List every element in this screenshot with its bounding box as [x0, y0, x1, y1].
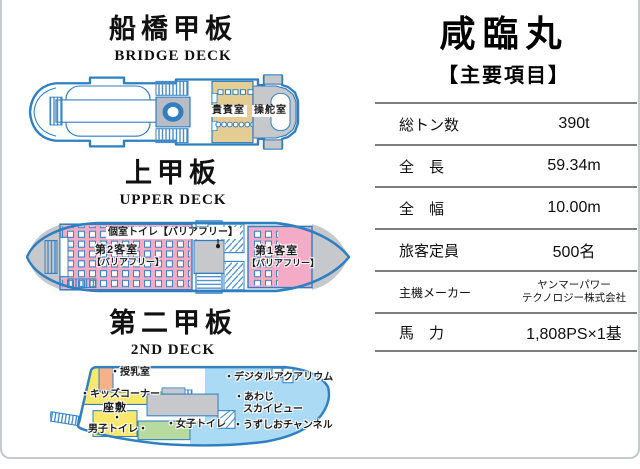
digital-aquarium-label: ・デジタルアクアリウム	[224, 372, 334, 383]
upper-deck-heading: 上甲板 UPPER DECK	[0, 160, 346, 208]
wheelhouse-wing-top	[263, 74, 283, 85]
spec-value: 390t	[558, 115, 590, 132]
bridge-deck-title-jp: 船橋甲板	[109, 14, 237, 44]
upper-hull-outline	[25, 221, 351, 293]
stairwell-bottom-hatch	[225, 262, 243, 289]
upper-deck-title-jp: 上甲板	[125, 158, 221, 188]
tatami-dot: ・	[112, 413, 122, 424]
spec-label: 馬 力	[399, 324, 445, 342]
cabin2-sublabel: 【バリアフリー】	[92, 257, 165, 267]
kids-corner-label: ・キッズコーナー	[80, 389, 160, 400]
cabin2-label: 第2客室	[95, 244, 139, 256]
spec-subtitle: 【主要項目】	[438, 64, 570, 87]
vip-room-label: 貴賓室	[210, 105, 247, 117]
cabin1-seats	[250, 228, 278, 286]
womens-toilet-label: ・女子トイレ	[166, 419, 226, 430]
stairs-bottom-steps	[197, 274, 221, 292]
vip-seats-bottom	[215, 121, 256, 128]
vip-door-top	[211, 93, 218, 104]
second-deck-title-en: 2ND DECK	[130, 342, 216, 358]
second-deck-heading: 第二甲板 2ND DECK	[0, 310, 346, 358]
womens-toilet-area	[137, 420, 191, 441]
spec-row-length: 全 長 59.34m	[375, 144, 637, 186]
wheelhouse-label: 操舵室	[252, 105, 289, 117]
stern-ladder-hatch	[44, 240, 58, 274]
upper-deck-diagram	[25, 220, 351, 294]
lifeboat	[55, 99, 159, 123]
funnel-hatch-bottom	[155, 128, 189, 144]
mast-hatch	[49, 96, 63, 126]
spec-value: 59.34m	[547, 157, 601, 174]
spec-row-horsepower: 馬 力 1,808PS×1基	[375, 312, 637, 352]
spec-value: 10.00m	[547, 199, 601, 216]
ship-name-title: 咸臨丸	[439, 13, 569, 54]
spec-label: 旅客定員	[399, 242, 460, 260]
bridge-deck-title-en: BRIDGE DECK	[114, 48, 232, 64]
stairs-fan-lines	[217, 410, 236, 429]
funnel-hatch-top	[155, 80, 189, 96]
toilet-pointer-dot	[216, 243, 220, 249]
bridge-deck-heading: 船橋甲板 BRIDGE DECK	[0, 16, 346, 64]
spec-label: 全 幅	[399, 200, 445, 218]
uzushio-channel-label: ・うずしおチャンネル	[233, 420, 333, 431]
awaji-skyview-label-line1: ・あわじ	[234, 392, 274, 403]
cabin2-entry	[59, 236, 69, 278]
spec-row-capacity: 旅客定員 500名	[375, 228, 637, 270]
second-hull-outline	[76, 365, 331, 447]
machinery-block	[146, 393, 219, 417]
private-toilet-label: 個室トイレ【バリアフリー】	[106, 227, 240, 239]
tatami-label: 座敷	[103, 402, 127, 414]
spec-value: 1,808PS×1基	[526, 326, 622, 343]
spec-row-engine-maker: 主機メーカー ヤンマーパワー テクノロジー株式会社	[375, 270, 637, 312]
bow-deck-gray	[312, 224, 349, 290]
nursing-room-label: ・授乳室	[110, 367, 150, 378]
awaji-skyview-label-line2: スカイビュー	[243, 404, 303, 415]
machinery-step	[161, 387, 186, 395]
spec-value-line1: ヤンマーパワー	[537, 278, 611, 291]
bow-walkway-line	[33, 87, 57, 137]
spec-value: 500名	[552, 244, 596, 261]
wheelhouse-wing-bottom	[263, 139, 283, 150]
cabin1-sublabel: 【バリアフリー】	[247, 258, 320, 268]
spec-row-width: 全 幅 10.00m	[375, 186, 637, 228]
upper-deck-title-en: UPPER DECK	[119, 192, 227, 208]
spec-row-tonnage: 総トン数 390t	[375, 102, 637, 144]
spec-label: 総トン数	[399, 116, 460, 134]
mens-toilet-label: 男子トイレ・	[88, 424, 148, 435]
right-panel-header: 咸臨丸 【主要項目】	[370, 14, 638, 88]
gangway-ramp	[50, 411, 80, 427]
second-deck-diagram	[50, 365, 331, 447]
spec-label: 全 長	[399, 158, 445, 176]
spec-value-line2: テクノロジー株式会社	[521, 292, 627, 304]
spec-table: 総トン数 390t 全 長 59.34m 全 幅 10.00m 旅客定員 500…	[375, 102, 637, 352]
tatami-area	[92, 410, 138, 438]
spec-label: 主機メーカー	[399, 285, 472, 300]
vip-windows-top	[217, 89, 254, 95]
second-deck-title-jp: 第二甲板	[109, 308, 237, 338]
cabin2-hatch	[67, 278, 97, 289]
cabin1-label: 第1客室	[255, 245, 299, 257]
spec-value: ヤンマーパワー テクノロジー株式会社	[511, 279, 637, 305]
funnel-ring	[162, 102, 184, 122]
